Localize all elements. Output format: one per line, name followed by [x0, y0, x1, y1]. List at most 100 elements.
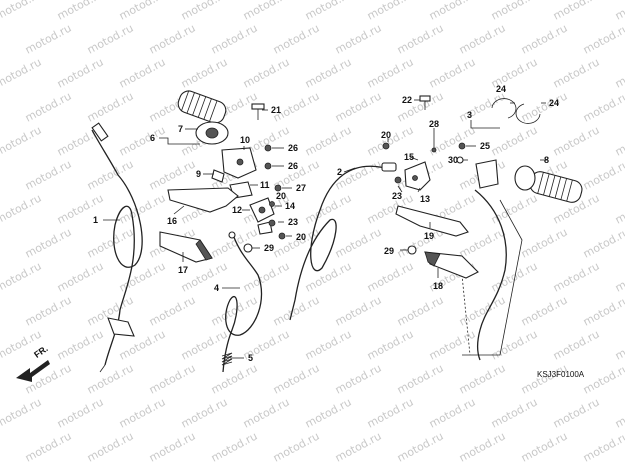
watermark-text: motod.ru — [55, 191, 106, 226]
callout-19: 19 — [424, 231, 434, 241]
watermark-text: motod.ru — [0, 123, 44, 158]
watermark-text: motod.ru — [581, 89, 625, 124]
watermark-text: motod.ru — [613, 259, 625, 294]
circlip-part-24 — [491, 98, 541, 124]
watermark-text: motod.ru — [427, 0, 478, 23]
watermark-text: motod.ru — [519, 89, 570, 124]
watermark-text: motod.ru — [303, 327, 354, 362]
watermark-text: motod.ru — [581, 157, 625, 192]
callout-18: 18 — [433, 281, 443, 291]
callout-26a: 26 — [288, 143, 298, 153]
watermark-text: motod.ru — [241, 395, 292, 430]
watermark-text: motod.ru — [55, 55, 106, 90]
watermark-text: motod.ru — [271, 21, 322, 56]
watermark-text: motod.ru — [613, 395, 625, 430]
watermark-text: motod.ru — [117, 259, 168, 294]
watermark-text: motod.ru — [613, 123, 625, 158]
watermark-text: motod.ru — [581, 429, 625, 464]
watermark-text: motod.ru — [333, 361, 384, 396]
watermark-text: motod.ru — [85, 429, 136, 464]
watermark-text: motod.ru — [457, 89, 508, 124]
watermark-text: motod.ru — [303, 123, 354, 158]
callout-21: 21 — [271, 105, 281, 115]
watermark-text: motod.ru — [613, 191, 625, 226]
callout-15: 15 — [404, 152, 414, 162]
watermark-text: motod.ru — [23, 157, 74, 192]
watermark-text: motod.ru — [365, 395, 416, 430]
lever-holder-part-12 — [249, 197, 275, 235]
throttle-cable-part-1 — [91, 122, 143, 373]
callout-1: 1 — [93, 215, 98, 225]
watermark-text: motod.ru — [581, 21, 625, 56]
watermark-text: motod.ru — [241, 259, 292, 294]
left-lever-part-16 — [167, 187, 239, 213]
watermark-text: motod.ru — [551, 259, 602, 294]
callout-24b: 24 — [549, 98, 559, 108]
callout-7: 7 — [178, 124, 183, 134]
watermark-text: motod.ru — [0, 55, 44, 90]
watermark-text: motod.ru — [241, 0, 292, 23]
watermark-text: motod.ru — [427, 327, 478, 362]
callout-4: 4 — [214, 283, 219, 293]
watermark-text: motod.ru — [23, 429, 74, 464]
watermark-text: motod.ru — [519, 293, 570, 328]
watermark-text: motod.ru — [519, 225, 570, 260]
callout-20c: 20 — [276, 191, 286, 201]
callout-16: 16 — [167, 216, 177, 226]
watermark-text: motod.ru — [489, 259, 540, 294]
watermark-text: motod.ru — [303, 55, 354, 90]
clutch-cable-part-2 — [289, 162, 397, 321]
switch-housing-part-10 — [211, 147, 257, 199]
callout-26b: 26 — [288, 161, 298, 171]
watermark-text: motod.ru — [457, 21, 508, 56]
watermark-text: motod.ru — [179, 55, 230, 90]
callout-12: 12 — [232, 205, 242, 215]
watermark-text: motod.ru — [209, 429, 260, 464]
watermark-text: motod.ru — [365, 0, 416, 23]
callout-2: 2 — [337, 167, 342, 177]
watermark-text: motod.ru — [395, 361, 446, 396]
watermark-text: motod.ru — [85, 21, 136, 56]
watermark-text: motod.ru — [365, 327, 416, 362]
watermark-text: motod.ru — [457, 429, 508, 464]
watermark-text: motod.ru — [85, 157, 136, 192]
callout-14: 14 — [285, 201, 295, 211]
watermark-text: motod.ru — [147, 361, 198, 396]
watermark-text: motod.ru — [117, 123, 168, 158]
watermark-text: motod.ru — [303, 395, 354, 430]
watermark-text: motod.ru — [147, 157, 198, 192]
callout-17: 17 — [178, 265, 188, 275]
watermark-text: motod.ru — [23, 21, 74, 56]
watermark-text: motod.ru — [365, 259, 416, 294]
watermark-text: motod.ru — [489, 327, 540, 362]
callout-22: 22 — [402, 95, 412, 105]
watermark-text: motod.ru — [23, 89, 74, 124]
watermark-text: motod.ru — [179, 327, 230, 362]
watermark-text: motod.ru — [55, 395, 106, 430]
watermark-text: motod.ru — [23, 293, 74, 328]
watermark-text: motod.ru — [489, 0, 540, 23]
watermark-text: motod.ru — [581, 361, 625, 396]
watermark-text: motod.ru — [271, 293, 322, 328]
right-grip-part-8 — [514, 165, 583, 203]
left-grip-part-6 — [177, 90, 229, 145]
watermark-text: motod.ru — [55, 327, 106, 362]
callout-8: 8 — [544, 155, 549, 165]
watermark-text: motod.ru — [303, 259, 354, 294]
diagram-code: KSJ3F0100A — [537, 370, 585, 379]
callout-13: 13 — [420, 194, 430, 204]
watermark-text: motod.ru — [489, 395, 540, 430]
watermark-text: motod.ru — [551, 123, 602, 158]
watermark-text: motod.ru — [147, 21, 198, 56]
watermark-text: motod.ru — [55, 0, 106, 23]
watermark-text: motod.ru — [147, 429, 198, 464]
watermark-text: motod.ru — [271, 429, 322, 464]
right-lever-part-19 — [395, 205, 469, 237]
leader-lines — [103, 99, 547, 359]
watermark-text: motod.ru — [85, 361, 136, 396]
watermark-text: motod.ru — [209, 21, 260, 56]
callout-30: 30 — [448, 155, 458, 165]
watermark-text: motod.ru — [0, 191, 44, 226]
callout-11: 11 — [260, 180, 270, 190]
